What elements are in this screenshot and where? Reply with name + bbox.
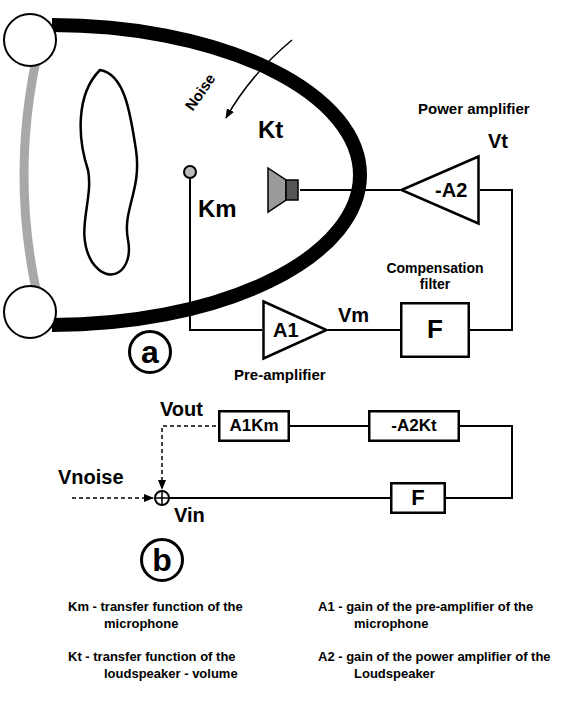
signal-label: Vnoise <box>58 466 124 489</box>
transfer-label: Km <box>198 195 237 223</box>
block-title: Compensation filter <box>380 260 490 292</box>
ear-outline <box>81 70 137 275</box>
gain-label: A1 <box>273 319 299 342</box>
block-label: A1Km <box>229 416 278 436</box>
noise-arrow <box>226 40 292 118</box>
transfer-label: Kt <box>258 116 283 144</box>
legend-text: Km - transfer function of the microphone <box>68 598 300 632</box>
box-outline <box>219 411 289 441</box>
signal-label: Vt <box>488 130 508 153</box>
amplifier-triangle <box>264 302 327 359</box>
box-outline <box>391 483 445 513</box>
gain-label: -A2 <box>435 179 467 202</box>
noise-label: Noise <box>181 70 219 113</box>
panel-letter: b <box>140 538 184 582</box>
microphone: Km <box>183 165 197 179</box>
block-title: Power amplifier <box>418 100 530 117</box>
legend-text: Kt - transfer function of the loudspeake… <box>68 648 300 682</box>
output-dashed-arrow <box>162 426 216 489</box>
block-title: Pre-amplifier <box>234 366 326 383</box>
legend-text: A1 - gain of the pre-amplifier of the mi… <box>318 598 563 632</box>
signal-wire <box>300 189 400 191</box>
box-outline <box>401 303 469 357</box>
earcup-pivot <box>4 14 56 66</box>
microphone-outline <box>183 165 197 179</box>
circle-outline <box>130 332 171 373</box>
filter-label: F <box>427 315 443 345</box>
compensation-filter: Compensation filterF <box>400 302 470 358</box>
noise-dashed-arrow <box>72 497 153 499</box>
signal-wire <box>290 425 368 427</box>
panel-letter-text: b <box>152 542 172 579</box>
circle-outline <box>142 540 183 581</box>
signal-label: Vout <box>160 398 203 421</box>
legend-text: A2 - gain of the power amplifier of the … <box>318 648 563 682</box>
amplifier-triangle <box>402 157 479 224</box>
microphone-capsule <box>184 166 196 178</box>
earcup-pivot <box>4 286 56 338</box>
loudspeaker-outline <box>266 166 300 214</box>
summing-junction <box>155 491 169 505</box>
box-outline <box>369 411 459 441</box>
loudspeaker: Kt <box>266 166 300 214</box>
filter-label: F <box>411 485 424 510</box>
process-box: -A2Kt <box>368 410 460 442</box>
signal-label: Vm <box>338 304 369 327</box>
earcup-shell <box>52 25 360 325</box>
signal-wire <box>190 179 262 330</box>
panel-letter-text: a <box>141 334 159 371</box>
process-box: A1Km <box>218 410 290 442</box>
panel-letter: a <box>128 330 172 374</box>
process-box: F <box>390 482 446 514</box>
power-amplifier: Power amplifier-A2 <box>400 155 480 225</box>
feedback-wire <box>169 497 390 499</box>
summing-junction-plus <box>156 492 168 504</box>
signal-wire <box>328 329 400 331</box>
signal-label: Vin <box>174 504 205 527</box>
speaker-magnet <box>286 180 298 200</box>
pre-amplifier: A1Pre-amplifier <box>262 300 328 360</box>
block-label: -A2Kt <box>391 416 436 436</box>
speaker-cone <box>268 168 286 212</box>
